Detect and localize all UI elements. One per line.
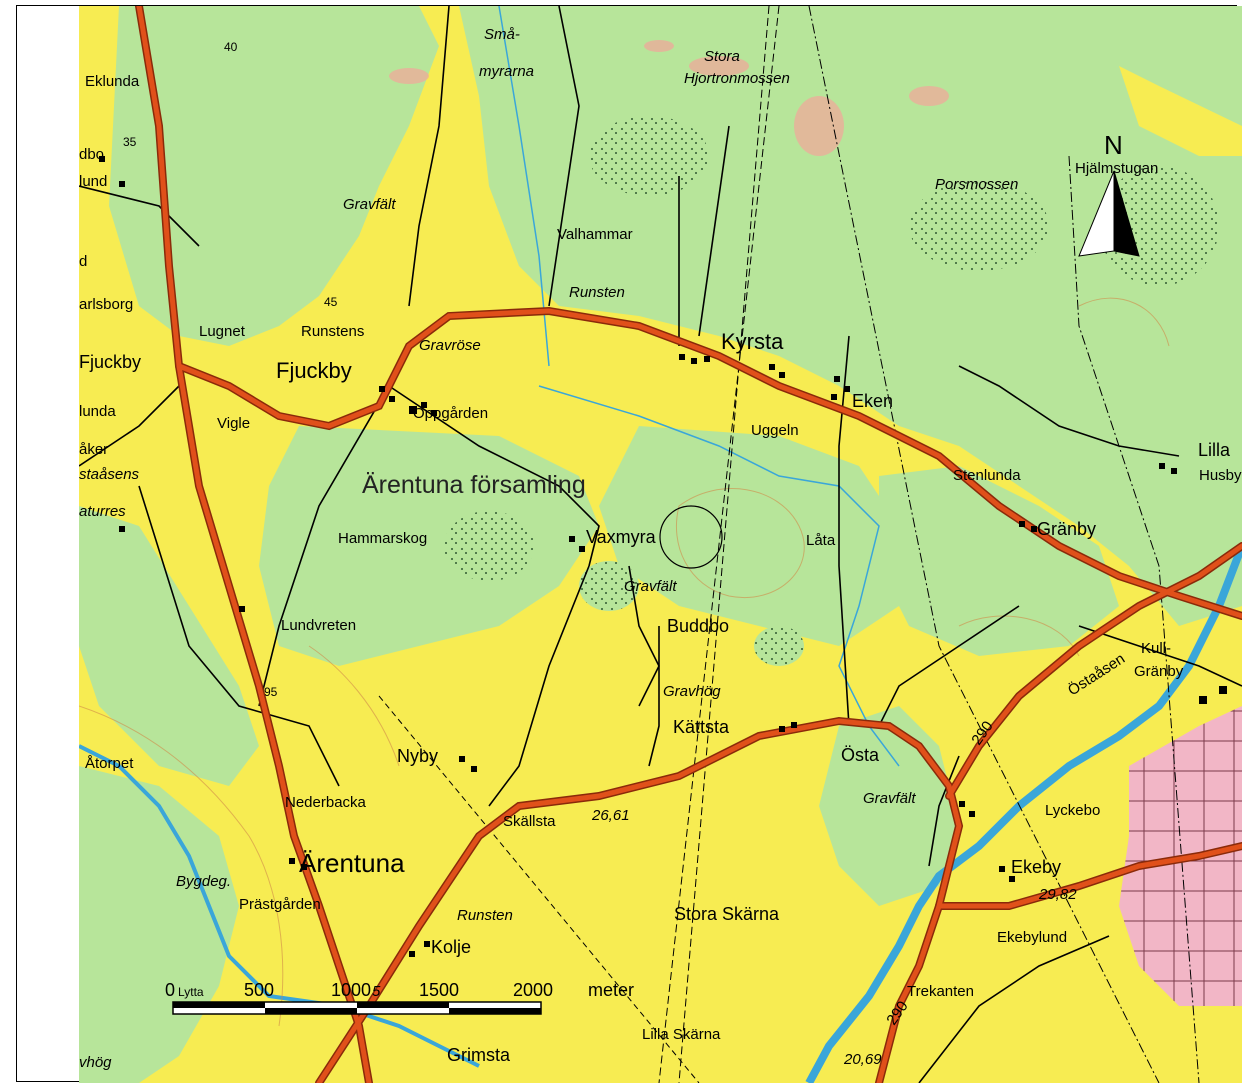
place-label: lunda: [79, 403, 116, 420]
place-label: Lilla Skärna: [642, 1026, 721, 1043]
road-number-290-north: 290: [968, 718, 996, 748]
place-label: Ekebylund: [997, 929, 1067, 946]
place-label: Runsten: [457, 907, 513, 924]
place-label: myrarna: [479, 63, 534, 80]
place-label: aturres: [79, 503, 126, 520]
north-label: N: [1104, 130, 1123, 160]
place-label: vhög: [79, 1054, 112, 1071]
place-label: 26,61: [591, 807, 630, 824]
place-label: åker: [79, 441, 108, 458]
place-label: Stora Skärna: [674, 904, 780, 924]
place-label: Bygdeg.: [176, 873, 231, 890]
contour-value: 40: [224, 40, 238, 54]
scale-unit: meter: [588, 980, 634, 1000]
waterways: [79, 6, 1242, 1083]
place-label: Gravfält: [624, 578, 677, 595]
road-number-290-south: 290: [883, 998, 911, 1028]
place-label: Trekanten: [907, 983, 974, 1000]
place-label: Husby: [1199, 467, 1242, 484]
place-label: Låta: [806, 532, 836, 549]
place-label: Östaåsen: [1064, 649, 1128, 699]
place-label: Lyckebo: [1045, 802, 1100, 819]
scale-overlap-text: 5: [372, 983, 381, 1000]
place-label: 20,69: [843, 1051, 882, 1068]
location-circle-marker[interactable]: [659, 505, 723, 569]
scale-tick-label: 1000: [331, 980, 371, 1000]
main-roads: [135, 6, 1242, 1083]
place-label: Hammarskog: [338, 530, 427, 547]
place-label: Eken: [852, 391, 893, 411]
place-label: Gravfält: [863, 790, 916, 807]
place-label: Runstens: [301, 323, 364, 340]
scale-tick-label: 2000: [513, 980, 553, 1000]
scale-overlap-text: Lytta: [178, 985, 204, 999]
place-label: Kyrsta: [721, 329, 784, 354]
scale-tick-label: 500: [244, 980, 274, 1000]
map-frame: N Ärentuna församling 290 290 35 40 45 9…: [16, 5, 1242, 1083]
topographic-map[interactable]: N Ärentuna församling 290 290 35 40 45 9…: [79, 6, 1242, 1083]
contour-value: 35: [123, 135, 137, 149]
place-label: Prästgården: [239, 896, 321, 913]
minor-roads: [79, 6, 1242, 1083]
place-label: Grimsta: [447, 1045, 511, 1065]
place-label: Åtorpet: [85, 755, 134, 772]
place-label: Gravfält: [343, 196, 396, 213]
scale-tick-label: 0: [165, 980, 175, 1000]
place-label: Buddbo: [667, 616, 729, 636]
place-label: Runsten: [569, 284, 625, 301]
place-label: Vaxmyra: [586, 527, 657, 547]
place-label: Nederbacka: [285, 794, 367, 811]
bog-areas: [389, 40, 949, 156]
map-canvas: N Ärentuna församling 290 290 35 40 45 9…: [79, 6, 1242, 1083]
contour-value: 45: [324, 295, 338, 309]
place-label: 29,82: [1038, 886, 1077, 903]
place-label: Östa: [841, 745, 880, 765]
place-label: Porsmossen: [935, 176, 1018, 193]
place-label: Nyby: [397, 746, 438, 766]
place-label: Gravhög: [663, 683, 721, 700]
place-label: Vigle: [217, 415, 250, 432]
place-label: lund: [79, 173, 107, 190]
north-arrow: [1078, 170, 1140, 257]
place-label: Fjuckby: [79, 352, 141, 372]
place-label: staåsens: [79, 466, 140, 483]
scale-tick-label: 1500: [419, 980, 459, 1000]
contour-lines: [79, 297, 1170, 1027]
place-label: d: [79, 253, 87, 270]
place-label: Gravröse: [419, 337, 481, 354]
place-label: Valhammar: [557, 226, 633, 243]
place-label: Lundvreten: [281, 617, 356, 634]
place-label: Kättsta: [673, 717, 730, 737]
place-label: Lugnet: [199, 323, 246, 340]
place-label: Uggeln: [751, 422, 799, 439]
place-label: Kolje: [431, 937, 471, 957]
place-label: Eklunda: [85, 73, 140, 90]
place-label: Fjuckby: [276, 358, 352, 383]
place-label: Hjortronmossen: [684, 70, 790, 87]
place-label: Stenlunda: [953, 467, 1021, 484]
place-label: arlsborg: [79, 296, 133, 313]
place-label: dbo: [79, 146, 104, 163]
scale-bar: 0 Lytta 500 1000 5 1500 2000 meter: [165, 980, 634, 1015]
place-label: Ekeby: [1011, 857, 1061, 877]
place-label: Gränby: [1037, 519, 1096, 539]
buildings: [99, 156, 1227, 957]
place-label: Lilla: [1198, 440, 1231, 460]
place-label: Små-: [484, 26, 520, 43]
place-label: Skällsta: [503, 813, 556, 830]
place-label: Kull-: [1141, 640, 1171, 657]
place-label: Oppgården: [413, 405, 488, 422]
place-label: Ärentuna: [299, 848, 405, 878]
place-label: Hjälmstugan: [1075, 160, 1158, 177]
place-label: Stora: [704, 48, 740, 65]
place-label: Gränby: [1134, 663, 1184, 680]
contour-value: 95: [264, 685, 278, 699]
parish-name: Ärentuna församling: [362, 471, 586, 499]
